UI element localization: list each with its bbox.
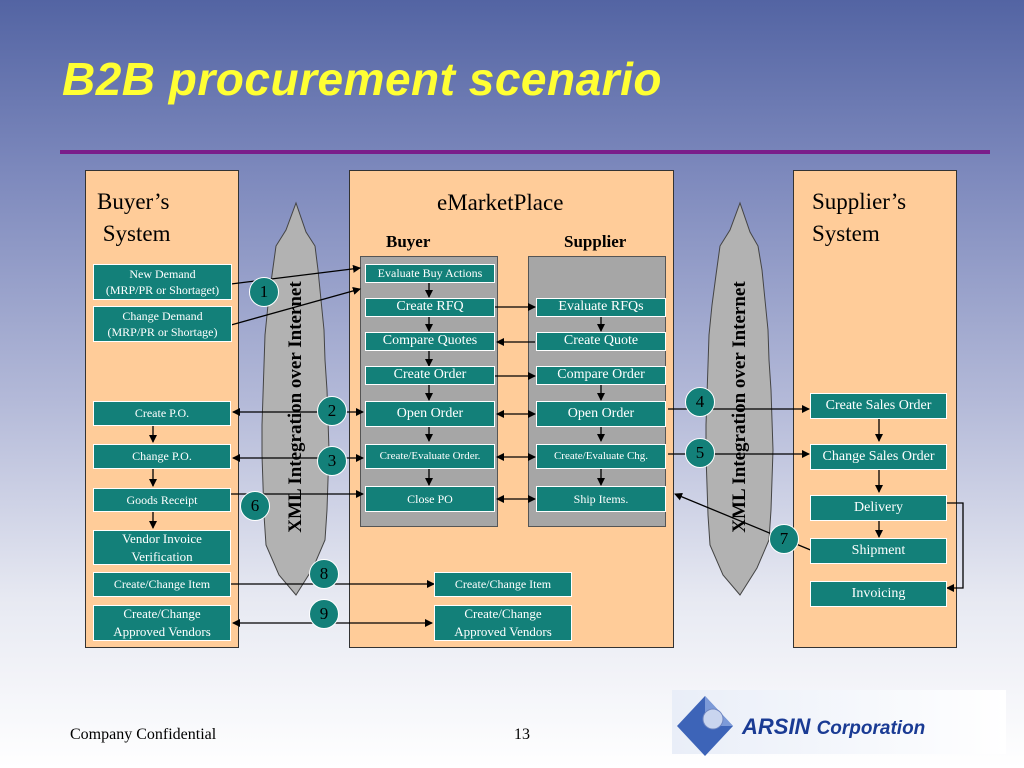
open-order-buyer-box[interactable]: Open Order <box>365 401 495 427</box>
step-3-marker: 3 <box>317 446 347 476</box>
logo-suffix: Corporation <box>816 718 926 739</box>
create-order-box[interactable]: Create Order <box>365 366 495 385</box>
create-quote-box[interactable]: Create Quote <box>536 332 666 351</box>
step-1-marker: 1 <box>249 277 279 307</box>
change-sales-order-box[interactable]: Change Sales Order <box>810 444 947 470</box>
step-9-marker: 9 <box>309 599 339 629</box>
arsin-corporation-logo: ARSIN Corporation <box>742 714 925 740</box>
company-confidential-note: Company Confidential <box>70 726 217 743</box>
create-change-approved-vendors-buyer-box[interactable]: Create/Change Approved Vendors <box>93 605 231 641</box>
ship-items-box[interactable]: Ship Items. <box>536 486 666 512</box>
step-8-marker: 8 <box>309 559 339 589</box>
title-divider <box>60 150 990 154</box>
step-6-marker: 6 <box>240 491 270 521</box>
change-po-box[interactable]: Change P.O. <box>93 444 231 469</box>
supplier-system-title: Supplier’s System <box>812 189 907 246</box>
shipment-box[interactable]: Shipment <box>810 538 947 564</box>
logo-name: ARSIN <box>742 714 811 739</box>
vendor-invoice-verification-box[interactable]: Vendor Invoice Verification <box>93 530 231 565</box>
step-7-marker: 7 <box>769 524 799 554</box>
evaluate-rfqs-box[interactable]: Evaluate RFQs <box>536 298 666 317</box>
create-po-box[interactable]: Create P.O. <box>93 401 231 426</box>
create-rfq-box[interactable]: Create RFQ <box>365 298 495 317</box>
invoicing-box[interactable]: Invoicing <box>810 581 947 607</box>
create-evaluate-order-box[interactable]: Create/Evaluate Order. <box>365 444 495 469</box>
step-4-marker: 4 <box>685 387 715 417</box>
xml-band-left <box>261 201 330 596</box>
create-change-approved-vendors-market-box[interactable]: Create/Change Approved Vendors <box>434 605 572 641</box>
emarket-buyer-heading: Buyer <box>386 232 431 251</box>
step-5-marker: 5 <box>685 438 715 468</box>
emarketplace-title: eMarketPlace <box>437 190 564 215</box>
evaluate-buy-actions-box[interactable]: Evaluate Buy Actions <box>365 264 495 283</box>
compare-quotes-box[interactable]: Compare Quotes <box>365 332 495 351</box>
close-po-box[interactable]: Close PO <box>365 486 495 512</box>
create-evaluate-chg-box[interactable]: Create/Evaluate Chg. <box>536 444 666 469</box>
xml-band-right <box>705 201 774 596</box>
create-change-item-buyer-box[interactable]: Create/Change Item <box>93 572 231 597</box>
page-number: 13 <box>514 726 530 743</box>
step-2-marker: 2 <box>317 396 347 426</box>
open-order-supplier-box[interactable]: Open Order <box>536 401 666 427</box>
delivery-box[interactable]: Delivery <box>810 495 947 521</box>
buyer-system-title: Buyer’s System <box>97 189 171 246</box>
create-change-item-market-box[interactable]: Create/Change Item <box>434 572 572 597</box>
compare-order-box[interactable]: Compare Order <box>536 366 666 385</box>
change-demand-box[interactable]: Change Demand (MRP/PR or Shortage) <box>93 306 232 342</box>
goods-receipt-box[interactable]: Goods Receipt <box>93 488 231 512</box>
create-sales-order-box[interactable]: Create Sales Order <box>810 393 947 419</box>
emarket-supplier-heading: Supplier <box>564 232 627 251</box>
slide-title: B2B procurement scenario <box>62 53 662 105</box>
new-demand-box[interactable]: New Demand (MRP/PR or Shortaget) <box>93 264 232 300</box>
